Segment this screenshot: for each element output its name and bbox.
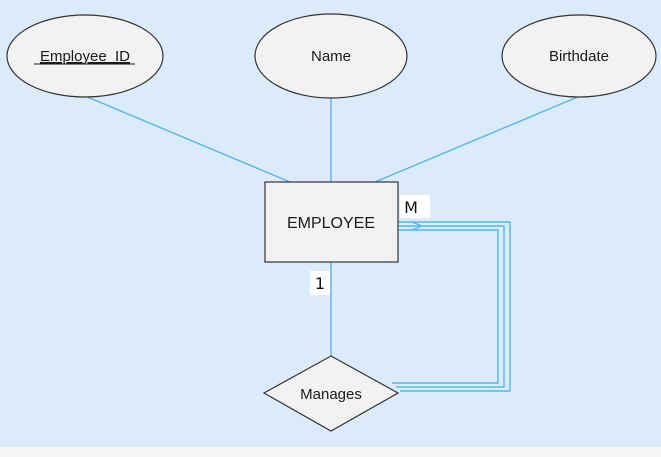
relationship-manages[interactable]: Manages [262, 355, 400, 432]
attribute-employee-id-label: Employee_ID [40, 48, 130, 65]
cardinality-one-background [310, 271, 330, 295]
cardinality-many: M [400, 195, 430, 218]
entity-employee[interactable]: EMPLOYEE [264, 181, 399, 263]
connector-arrowhead [411, 221, 424, 231]
attribute-birthdate-label: Birthdate [549, 48, 609, 65]
cardinality-many-background [400, 195, 430, 218]
attribute-birthdate[interactable]: Birthdate [501, 14, 657, 98]
attribute-birthdate-shape [501, 14, 657, 98]
connector-birthdate [374, 95, 581, 183]
cardinality-many-label: M [404, 198, 418, 217]
attribute-name[interactable]: Name [254, 13, 408, 99]
relationship-manages-shape [262, 355, 400, 432]
attribute-employee-id[interactable]: Employee_ID [6, 14, 164, 98]
recursive-connector-middle [396, 225, 505, 388]
attribute-name-shape [254, 13, 408, 99]
connector-employee-id [84, 95, 291, 183]
cardinality-one: 1 [310, 271, 330, 295]
recursive-connector-inner [392, 229, 499, 384]
bottom-divider-strip [0, 447, 661, 457]
recursive-connector-outer [398, 221, 511, 392]
cardinality-one-label: 1 [315, 274, 325, 293]
relationship-manages-label: Manages [300, 386, 362, 403]
attribute-employee-id-shape [6, 14, 164, 98]
entity-employee-label: EMPLOYEE [287, 215, 375, 232]
entity-employee-shape [264, 181, 399, 263]
attribute-name-label: Name [311, 48, 351, 65]
